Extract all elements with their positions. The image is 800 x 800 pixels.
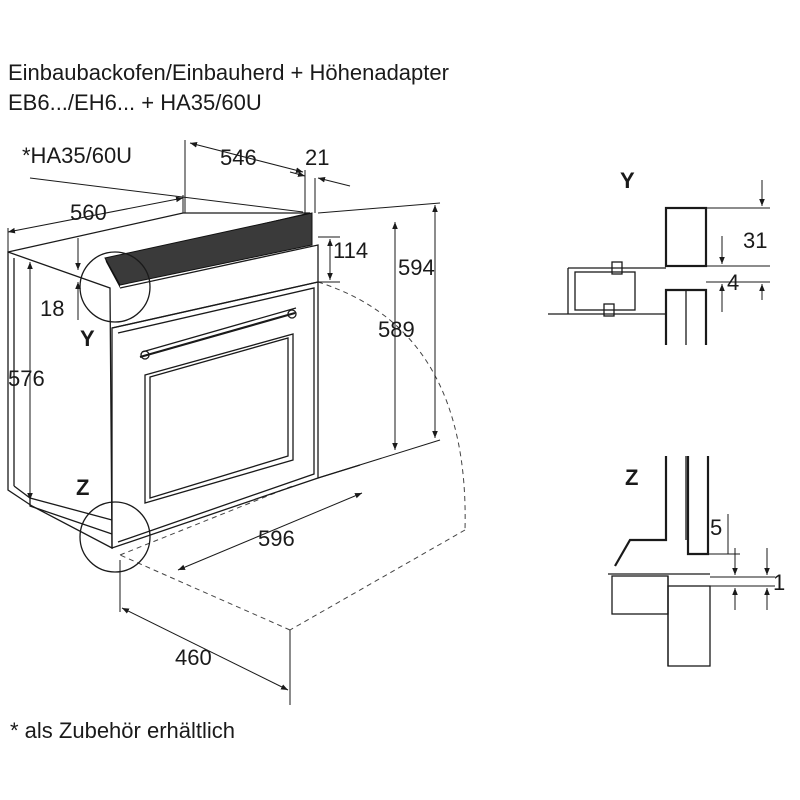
dim-589: 589 (378, 317, 415, 342)
detail-z-circle (79, 501, 151, 573)
cabinet-floor-left (119, 554, 291, 631)
label-y-main: Y (80, 326, 95, 351)
cabinet-floor-edge (289, 529, 466, 631)
y-adapter-block (664, 206, 708, 268)
detail-z: Z 5 1 (608, 456, 785, 667)
dim-560: 560 (70, 200, 107, 225)
dim-18: 18 (40, 296, 64, 321)
oven-drawing (7, 212, 466, 631)
detail-y: Y 31 4 (548, 168, 770, 345)
accessory-label: *HA35/60U (22, 143, 132, 168)
dim-460: 460 (175, 645, 212, 670)
door-swing-arc (317, 281, 466, 531)
header-line-1: Einbaubackofen/Einbauherd + Höhenadapter (8, 60, 449, 85)
dim-546: 546 (220, 145, 257, 170)
dim-114: 114 (333, 238, 368, 263)
footnote: * als Zubehör erhältlich (10, 718, 235, 743)
dim-576: 576 (8, 366, 45, 391)
label-y-detail: Y (620, 168, 635, 193)
accessory-leader (29, 177, 304, 213)
dim-z-5: 5 (710, 515, 722, 540)
dim-y-4: 4 (727, 270, 739, 295)
dim-596: 596 (258, 526, 295, 551)
dim-21: 21 (305, 145, 329, 170)
oven-side-panel (7, 251, 113, 550)
label-z-main: Z (76, 475, 89, 500)
header-line-2: EB6.../EH6... + HA35/60U (8, 90, 262, 115)
dim-z-1: 1 (773, 570, 785, 595)
label-z-detail: Z (625, 465, 638, 490)
door-window (144, 333, 294, 504)
dim-y-31: 31 (743, 228, 767, 253)
door-handle (139, 311, 296, 359)
main-dimensions: 546 21 *HA35/60U 560 114 594 589 18 (7, 140, 441, 705)
dim-594: 594 (398, 255, 435, 280)
